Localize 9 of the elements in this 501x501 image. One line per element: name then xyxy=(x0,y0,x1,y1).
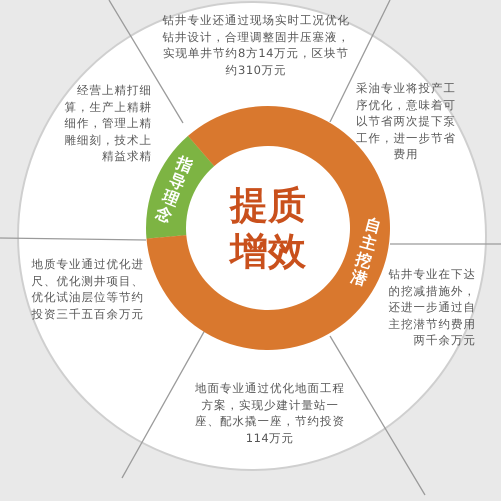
info-text: 地面专业通过优化地面工程方案，实现少建计量站一座、配水撬一座，节约投资114万元 xyxy=(194,380,346,446)
info-text: 钻井专业在下达的挖减措施外，还进一步通过自主挖潜节约费用两千余万元 xyxy=(388,266,476,348)
info-text: 钻井专业还通过现场实时工况优化钻井设计，合理调整固井压塞液，实现单井节约8方14万元，区块节约310万元 xyxy=(161,12,351,78)
info-text: 地质专业通过优化进尺、优化测井项目、优化试油层位等节约投资三千五百余万元 xyxy=(30,256,144,322)
info-text: 采油专业将投产工序优化，意味着可以节省两次提下泵工作，进一步节省费用 xyxy=(356,80,456,162)
ring-label: 自主挖潜 xyxy=(348,214,384,290)
info-text: 经营上精打细算，生产上精耕细作，管理上精雕细刻，技术上精益求精 xyxy=(64,82,152,164)
ring-label: 指导理念 xyxy=(152,153,196,227)
center-title: 提质增效 xyxy=(208,173,328,283)
